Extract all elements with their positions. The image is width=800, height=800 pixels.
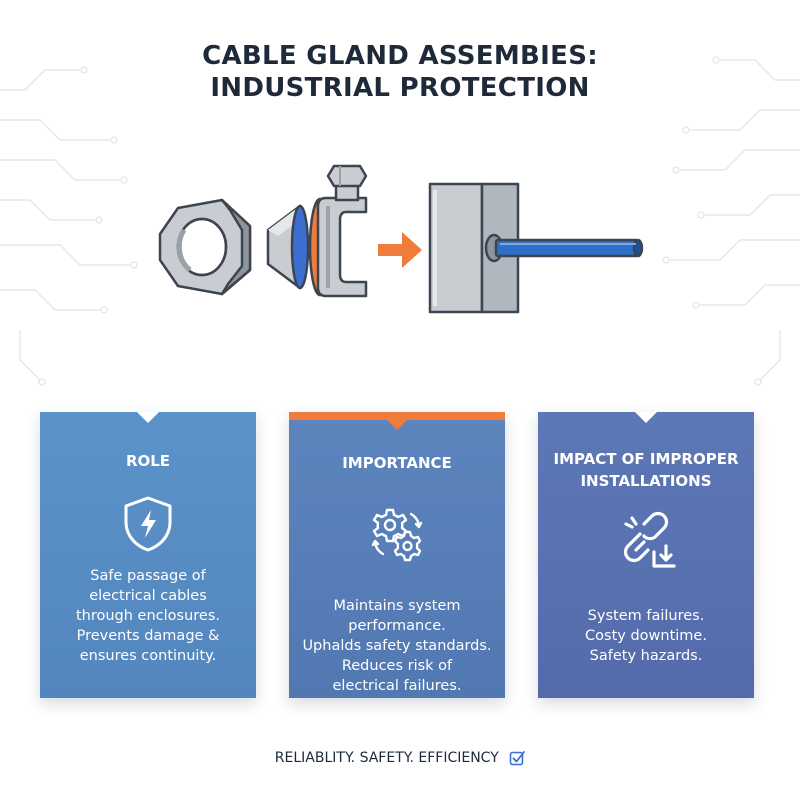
impact-card: IMPACT OF IMPROPER INSTALLATIONS System …	[538, 412, 754, 698]
importance-body: Maintains system performance. Uphalds sa…	[297, 596, 497, 696]
impact-heading-line1: IMPACT OF IMPROPER	[553, 450, 739, 468]
page-title-line1: CABLE GLAND ASSEMBIES:	[202, 41, 598, 71]
importance-body-line: Uphalds safety standards.	[302, 638, 492, 654]
card-notch	[137, 412, 159, 423]
checkbox-check-icon	[509, 751, 526, 766]
importance-body-line: Reduces risk of	[341, 658, 453, 674]
gears-cycle-icon	[371, 508, 423, 562]
importance-heading-text: IMPORTANCE	[342, 454, 452, 472]
impact-body-line: Safety hazards.	[589, 648, 703, 664]
page-title-line2: INDUSTRIAL PROTECTION	[210, 73, 590, 103]
role-body-line: ensures continuity.	[79, 648, 217, 664]
cable-gland-illustration	[158, 164, 644, 314]
role-body-line: electrical cables	[89, 588, 207, 604]
sealing-cone	[266, 204, 310, 290]
role-body: Safe passage of electrical cables throug…	[48, 566, 248, 666]
importance-body-line: electrical failures.	[332, 678, 462, 694]
hex-nut	[158, 198, 252, 296]
footer-text: RELIABLITY. SAFETY. EFFICIENCY	[274, 750, 499, 766]
card-notch	[635, 412, 657, 423]
page-title: CABLE GLAND ASSEMBIES: INDUSTRIAL PROTEC…	[0, 40, 800, 104]
role-card: ROLE Safe passage of electrical cables t…	[40, 412, 256, 698]
importance-heading: IMPORTANCE	[289, 452, 505, 474]
impact-heading: IMPACT OF IMPROPER INSTALLATIONS	[538, 448, 754, 492]
role-body-line: through enclosures.	[75, 608, 221, 624]
arrow-icon	[378, 232, 422, 268]
footer-tagline: RELIABLITY. SAFETY. EFFICIENCY	[0, 750, 800, 766]
role-heading-text: ROLE	[125, 452, 171, 470]
role-heading: ROLE	[40, 450, 256, 472]
gland-body	[308, 164, 368, 298]
impact-heading-line2: INSTALLATIONS	[580, 472, 712, 490]
impact-body-line: System failures.	[587, 608, 705, 624]
importance-body-line: Maintains system	[333, 598, 461, 614]
broken-chain-icon	[623, 511, 676, 568]
shield-lightning-icon	[124, 496, 172, 552]
impact-body: System failures. Costy downtime. Safety …	[546, 606, 746, 666]
circuit-background	[0, 56, 800, 386]
role-body-line: Safe passage of	[90, 568, 206, 584]
card-notch	[386, 419, 408, 430]
enclosure-with-cable	[428, 182, 644, 314]
impact-body-line: Costy downtime.	[585, 628, 707, 644]
importance-card: IMPORTANCE Maintains system performance.…	[289, 412, 505, 698]
importance-body-line: performance.	[348, 618, 446, 634]
role-body-line: Prevents damage &	[76, 628, 220, 644]
